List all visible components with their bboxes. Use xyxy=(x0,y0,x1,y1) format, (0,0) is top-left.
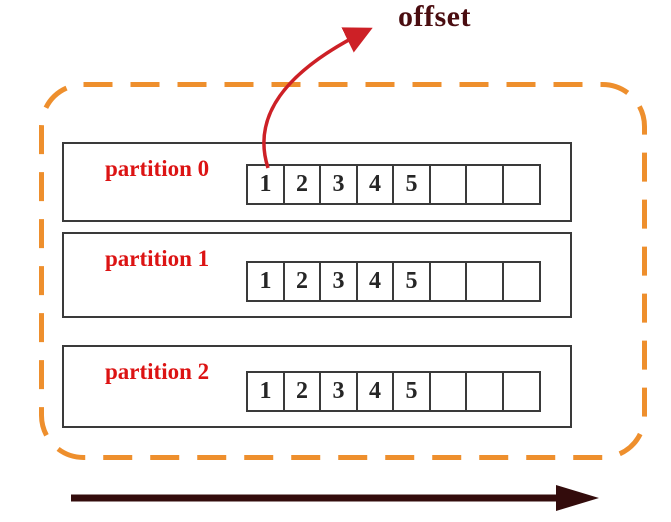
offset-cell: 2 xyxy=(282,261,322,302)
dashed-container-border xyxy=(39,82,647,460)
offset-pointer-arrow-icon xyxy=(262,27,373,169)
offset-cell: 2 xyxy=(282,371,322,412)
direction-arrow-icon xyxy=(71,485,599,511)
offset-cell: 4 xyxy=(355,371,395,412)
offset-cell xyxy=(465,261,504,302)
offset-cell xyxy=(428,371,468,412)
offset-cell xyxy=(465,371,504,412)
offset-cell: 1 xyxy=(246,164,285,205)
offset-cell: 3 xyxy=(319,371,358,412)
offset-cell xyxy=(465,164,504,205)
offset-cell: 3 xyxy=(319,164,358,205)
offset-cell: 1 xyxy=(246,261,285,302)
offset-cell-strip: 1 2 3 4 5 xyxy=(246,371,541,412)
partition-row: partition 1 1 2 3 4 5 xyxy=(62,232,572,318)
offset-cell xyxy=(501,371,541,412)
offset-cell: 1 xyxy=(246,371,285,412)
offset-cell-strip: 1 2 3 4 5 xyxy=(246,164,541,205)
partition-row: partition 0 1 2 3 4 5 xyxy=(62,142,572,222)
offset-cell: 5 xyxy=(392,164,431,205)
partition-label: partition 0 xyxy=(105,156,210,181)
partition-label: partition 2 xyxy=(105,359,210,384)
offset-cell: 5 xyxy=(392,371,431,412)
offset-cell: 5 xyxy=(392,261,431,302)
offset-label: offset xyxy=(398,0,471,33)
offset-cell: 4 xyxy=(355,261,395,302)
offset-cell xyxy=(501,164,541,205)
offset-cell xyxy=(501,261,541,302)
offset-cell xyxy=(428,261,468,302)
partition-label: partition 1 xyxy=(105,246,210,271)
offset-cell-strip: 1 2 3 4 5 xyxy=(246,261,541,302)
offset-cell: 3 xyxy=(319,261,358,302)
partition-row: partition 2 1 2 3 4 5 xyxy=(62,345,572,428)
offset-cell xyxy=(428,164,468,205)
